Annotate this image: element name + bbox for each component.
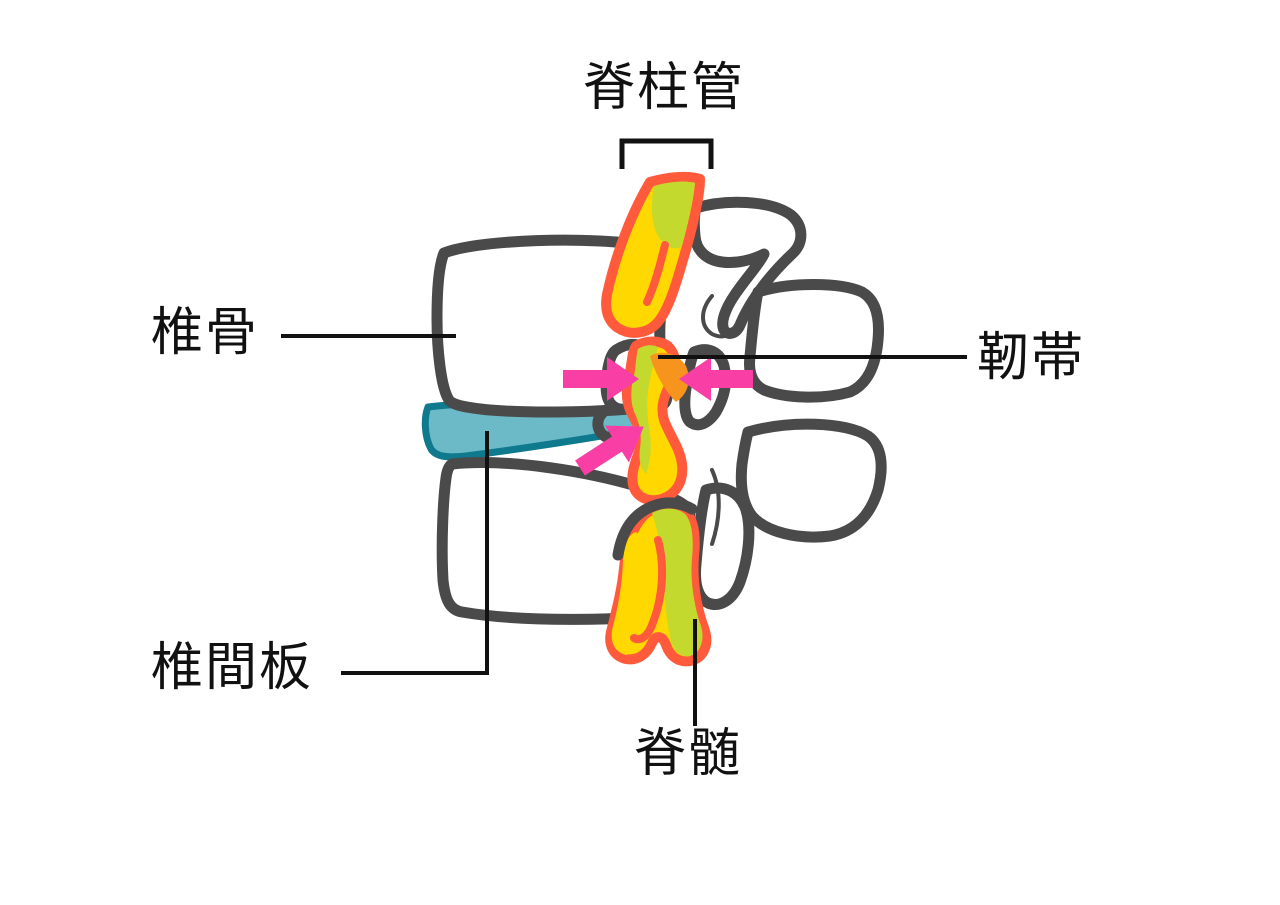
ligament-shape <box>650 352 689 402</box>
label-intervertebral-disc: 椎間板 <box>151 639 314 697</box>
label-spinal-cord: 脊髄 <box>634 725 743 783</box>
spinal-cord-top-segment <box>601 171 705 338</box>
label-spinal-canal: 脊柱管 <box>583 59 746 117</box>
label-vertebra: 椎骨 <box>151 304 260 362</box>
label-ligament: 靭帯 <box>977 329 1086 387</box>
compression-arrow-right <box>679 357 753 401</box>
compression-arrow-diagonal <box>575 425 644 476</box>
spinal-canal-bracket <box>619 138 714 169</box>
lamina-edge-stroke <box>612 497 698 561</box>
compression-arrow-left <box>563 357 639 401</box>
disc-label-line <box>341 431 489 675</box>
spinal-cord-bottom-segment <box>605 501 712 667</box>
